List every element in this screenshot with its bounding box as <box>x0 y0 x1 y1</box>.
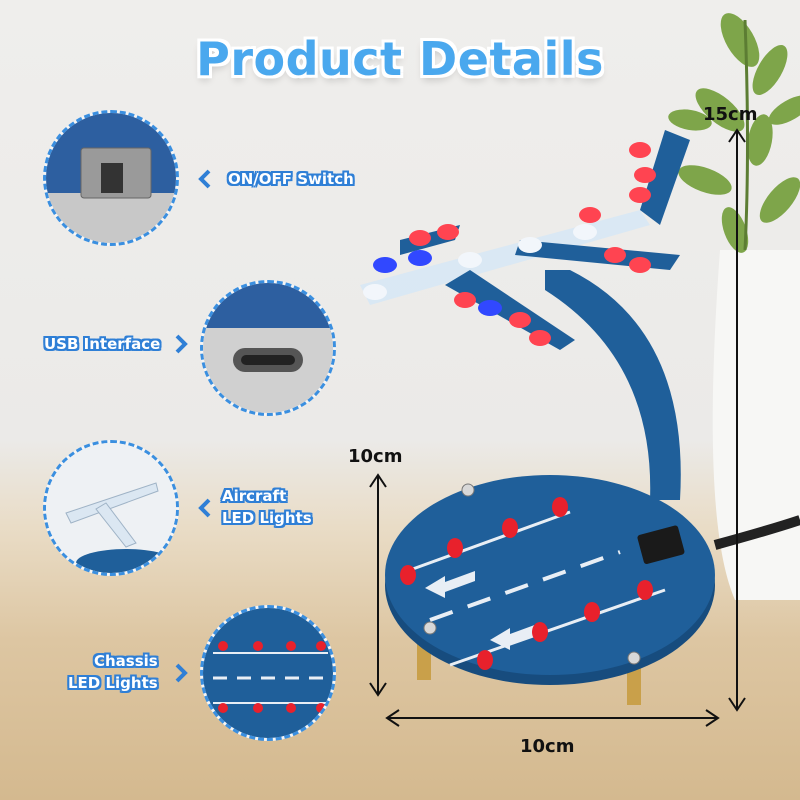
base-height-dimension-label: 10cm <box>348 446 403 467</box>
chevron-right-icon <box>175 663 188 683</box>
usb-label: USB Interface <box>44 335 161 353</box>
height-dimension-label: 15cm <box>703 104 758 125</box>
aircraft-label-line2: LED Lights <box>222 509 312 527</box>
chassis-label: Chassis LED Lights <box>68 650 158 694</box>
aircraft-callout <box>43 440 179 576</box>
aircraft <box>360 130 690 350</box>
stand-arm <box>545 270 681 500</box>
chassis-label-line1: Chassis <box>93 652 158 670</box>
aircraft-label-line1: Aircraft <box>222 487 287 505</box>
base-width-dimension-label: 10cm <box>520 736 575 757</box>
chassis-callout <box>200 605 336 741</box>
page-title: Product Details <box>196 32 604 86</box>
chassis-label-line2: LED Lights <box>68 674 158 692</box>
aircraft-label: Aircraft LED Lights <box>222 485 312 529</box>
switch-callout <box>43 110 179 246</box>
chevron-left-icon <box>198 169 211 189</box>
dimension-lines <box>369 128 746 727</box>
plant-decoration <box>668 13 800 600</box>
chassis-base <box>385 475 715 705</box>
usb-callout <box>200 280 336 416</box>
switch-label: ON/OFF Switch <box>228 170 354 188</box>
chevron-left-icon <box>198 498 211 518</box>
usb-cable <box>713 515 800 550</box>
chevron-right-icon <box>175 334 188 354</box>
